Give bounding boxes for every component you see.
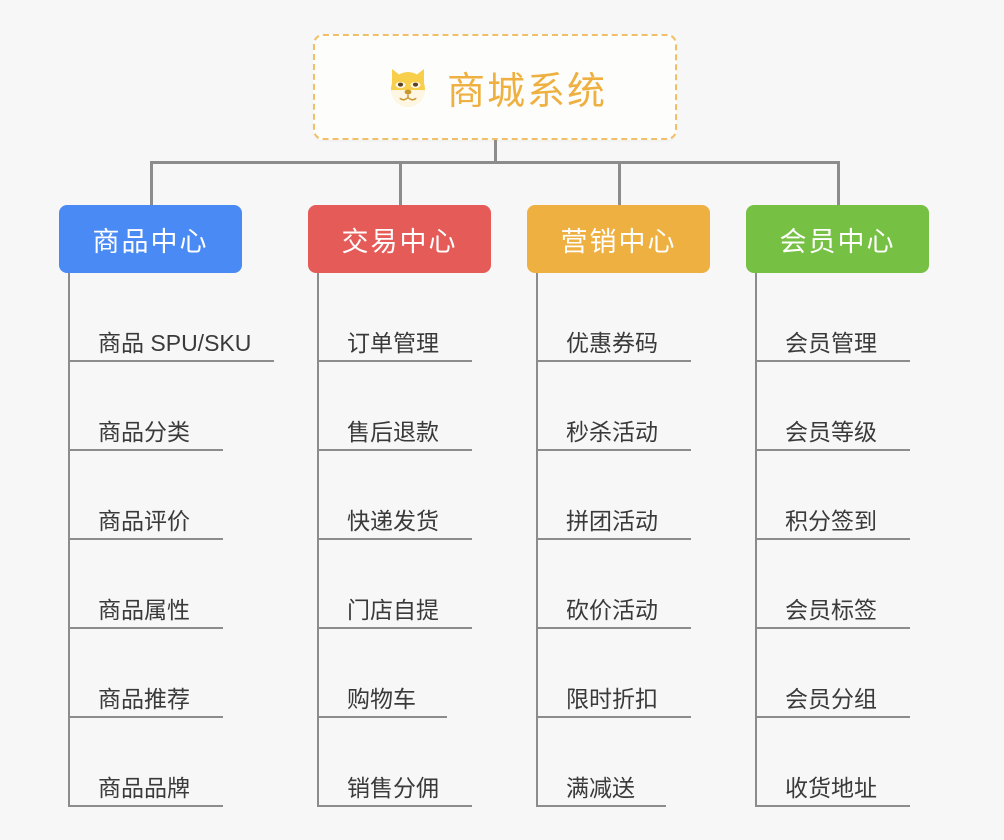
leaf-label: 限时折扣 (566, 685, 658, 712)
leaf-item[interactable]: 商品推荐 (68, 629, 223, 718)
leaf-list-3: 优惠券码 秒杀活动 拼团活动 砍价活动 限时折扣 满减送 (536, 273, 710, 807)
leaf-label: 满减送 (566, 774, 635, 801)
branch-column-3: 营销中心 优惠券码 秒杀活动 拼团活动 砍价活动 限时折扣 满减送 (527, 205, 710, 807)
shiba-dog-face-icon (383, 62, 433, 112)
branch-spine-3 (536, 273, 538, 807)
leaf-label: 商品评价 (98, 507, 190, 534)
leaf-item[interactable]: 商品 SPU/SKU (68, 273, 274, 362)
branch-spine-1 (68, 273, 70, 807)
leaf-item[interactable]: 商品评价 (68, 451, 223, 540)
leaf-label: 购物车 (347, 685, 416, 712)
leaf-item[interactable]: 会员管理 (755, 273, 910, 362)
leaf-item[interactable]: 收货地址 (755, 718, 910, 807)
leaf-list-1: 商品 SPU/SKU 商品分类 商品评价 商品属性 商品推荐 商品品牌 (68, 273, 274, 807)
leaf-item[interactable]: 门店自提 (317, 540, 472, 629)
leaf-label: 收货地址 (785, 774, 877, 801)
leaf-item[interactable]: 售后退款 (317, 362, 472, 451)
leaf-item[interactable]: 会员分组 (755, 629, 910, 718)
leaf-label: 商品分类 (98, 418, 190, 445)
root-node-label: 商城系统 (446, 70, 607, 113)
leaf-label: 快递发货 (347, 507, 439, 534)
leaf-label: 订单管理 (347, 329, 439, 356)
leaf-item[interactable]: 商品品牌 (68, 718, 223, 807)
leaf-label: 优惠券码 (566, 329, 658, 356)
connector-root-stem (494, 140, 497, 164)
leaf-item[interactable]: 限时折扣 (536, 629, 691, 718)
leaf-label: 会员分组 (785, 685, 877, 712)
leaf-label: 商品推荐 (98, 685, 190, 712)
branch-header-2[interactable]: 交易中心 (308, 205, 491, 273)
branch-header-3[interactable]: 营销中心 (527, 205, 710, 273)
leaf-label: 积分签到 (785, 507, 877, 534)
leaf-label: 商品品牌 (98, 774, 190, 801)
leaf-label: 销售分佣 (347, 774, 439, 801)
root-node-mall-system[interactable]: 商城系统 (313, 34, 677, 140)
leaf-item[interactable]: 砍价活动 (536, 540, 691, 629)
leaf-label: 砍价活动 (566, 596, 658, 623)
connector-drop-branch-4 (837, 161, 840, 207)
leaf-item[interactable]: 快递发货 (317, 451, 472, 540)
leaf-label: 商品 SPU/SKU (98, 329, 252, 356)
leaf-list-2: 订单管理 售后退款 快递发货 门店自提 购物车 销售分佣 (317, 273, 491, 807)
leaf-item[interactable]: 会员标签 (755, 540, 910, 629)
leaf-item[interactable]: 秒杀活动 (536, 362, 691, 451)
leaf-label: 拼团活动 (566, 507, 658, 534)
leaf-label: 会员标签 (785, 596, 877, 623)
connector-horizontal-bus (150, 161, 840, 164)
leaf-item[interactable]: 商品属性 (68, 540, 223, 629)
branch-header-4[interactable]: 会员中心 (746, 205, 929, 273)
leaf-label: 门店自提 (347, 596, 439, 623)
leaf-item[interactable]: 积分签到 (755, 451, 910, 540)
leaf-label: 会员等级 (785, 418, 877, 445)
branch-header-label-4: 会员中心 (779, 226, 896, 257)
connector-drop-branch-1 (150, 161, 153, 207)
branch-spine-4 (755, 273, 757, 807)
leaf-label: 会员管理 (785, 329, 877, 356)
branch-spine-2 (317, 273, 319, 807)
leaf-label: 售后退款 (347, 418, 439, 445)
branch-header-1[interactable]: 商品中心 (59, 205, 242, 273)
connector-drop-branch-2 (399, 161, 402, 207)
branch-column-2: 交易中心 订单管理 售后退款 快递发货 门店自提 购物车 销售分佣 (308, 205, 491, 807)
leaf-item[interactable]: 订单管理 (317, 273, 472, 362)
connector-drop-branch-3 (618, 161, 621, 207)
leaf-item[interactable]: 拼团活动 (536, 451, 691, 540)
leaf-label: 商品属性 (98, 596, 190, 623)
leaf-label: 秒杀活动 (566, 418, 658, 445)
leaf-item[interactable]: 销售分佣 (317, 718, 472, 807)
leaf-item[interactable]: 购物车 (317, 629, 447, 718)
branch-header-label-3: 营销中心 (560, 226, 677, 257)
branch-column-4: 会员中心 会员管理 会员等级 积分签到 会员标签 会员分组 收货地址 (746, 205, 929, 807)
leaf-list-4: 会员管理 会员等级 积分签到 会员标签 会员分组 收货地址 (755, 273, 929, 807)
branch-header-label-2: 交易中心 (341, 226, 458, 257)
branch-header-label-1: 商品中心 (92, 226, 209, 257)
leaf-item[interactable]: 满减送 (536, 718, 666, 807)
leaf-item[interactable]: 会员等级 (755, 362, 910, 451)
leaf-item[interactable]: 优惠券码 (536, 273, 691, 362)
leaf-item[interactable]: 商品分类 (68, 362, 223, 451)
branch-column-1: 商品中心 商品 SPU/SKU 商品分类 商品评价 商品属性 商品推荐 商品品牌 (59, 205, 274, 807)
